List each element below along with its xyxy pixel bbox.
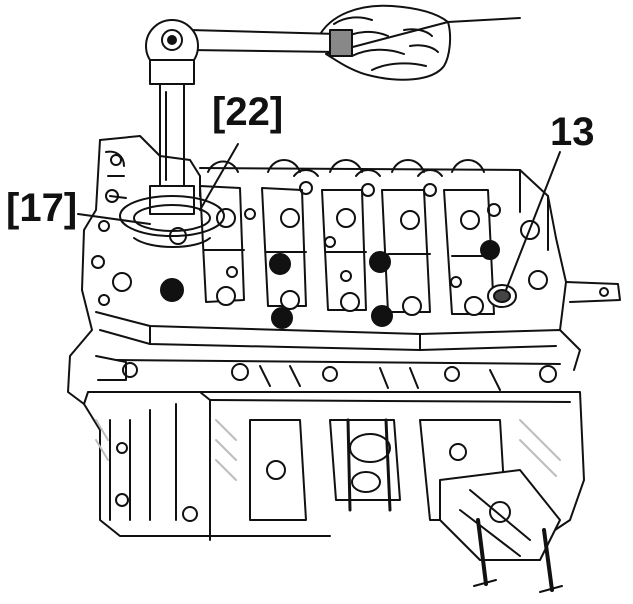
- leader-lines: [77, 143, 561, 291]
- callout-13: 13: [550, 110, 595, 154]
- ratchet-wrench-icon: [145, 19, 353, 215]
- seal-ring-icon: [487, 284, 517, 308]
- oil-gallery-holes: [160, 240, 500, 329]
- callout-22: [22]: [212, 90, 284, 134]
- hand-icon: [317, 4, 521, 81]
- leader-22: [199, 143, 239, 211]
- leader-13: [505, 151, 561, 291]
- callout-17: [17]: [6, 186, 78, 230]
- leader-17: [77, 213, 151, 225]
- engine-block-icon: [67, 135, 621, 593]
- socket-seal-icon: [119, 195, 225, 248]
